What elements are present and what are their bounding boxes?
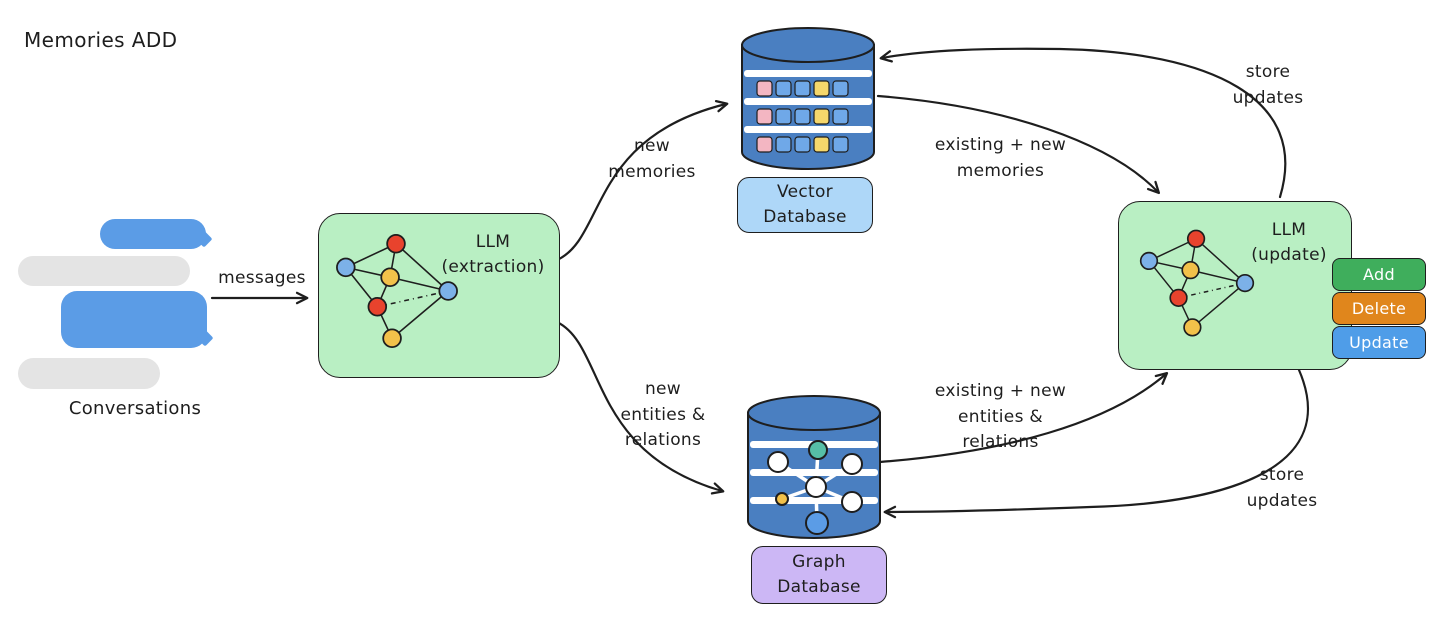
neural-network-icon — [336, 234, 458, 349]
edge-label-existing-new-entities-relations: existing + new entities & relations — [934, 381, 1067, 452]
delete-action-chip: Delete — [1332, 292, 1426, 325]
chat-bubble-blue-2 — [61, 291, 207, 348]
llm-extraction-node: LLM (extraction) — [318, 213, 560, 378]
molecule-graph-icon — [767, 440, 863, 535]
chat-bubble-blue-1 — [100, 219, 206, 249]
edge-new-memories-arrow — [555, 100, 729, 262]
llm-extraction-label: LLM (extraction) — [441, 232, 545, 277]
vector-database-icon — [741, 27, 875, 171]
edge-store-updates-top-arrow — [879, 47, 1287, 199]
neural-network-icon — [1139, 229, 1255, 337]
edge-label-new-memories: new memories — [608, 136, 696, 182]
edge-existing-entities-arrow — [878, 372, 1169, 464]
llm-update-node: LLM (update) — [1118, 201, 1352, 370]
vector-database-badge: Vector Database — [737, 177, 873, 233]
edge-label-new-entities-relations: new entities & relations — [620, 379, 706, 450]
graph-database-icon — [747, 395, 881, 540]
graph-database-badge: Graph Database — [751, 546, 887, 604]
edge-existing-memories-arrow — [876, 94, 1161, 195]
edge-store-updates-bottom-arrow — [883, 368, 1310, 519]
chat-bubble-gray-2 — [18, 358, 160, 389]
llm-update-label: LLM (update) — [1251, 220, 1327, 265]
update-action-chip: Update — [1332, 326, 1426, 359]
chat-bubble-gray-1 — [18, 256, 190, 286]
edge-label-messages: messages — [218, 268, 306, 288]
conversations-label: Conversations — [68, 398, 202, 419]
edge-new-entities-arrow — [555, 320, 725, 495]
add-action-chip: Add — [1332, 258, 1426, 291]
edge-label-existing-new-memories: existing + new memories — [934, 135, 1067, 181]
page-title: Memories ADD — [24, 28, 178, 52]
edge-label-store-updates-top: store updates — [1232, 62, 1304, 108]
